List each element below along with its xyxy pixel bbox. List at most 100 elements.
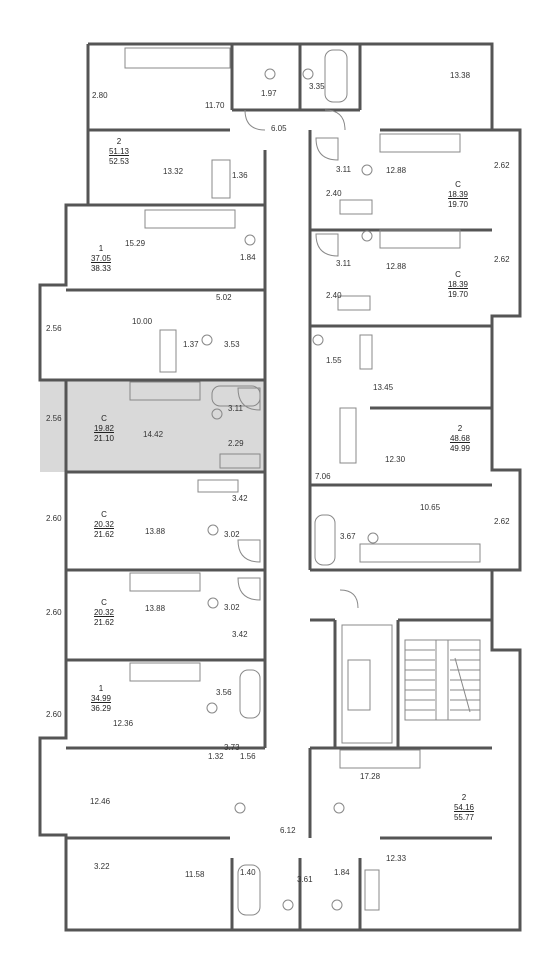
- toilet: [302, 68, 314, 80]
- room-area: 1.84: [240, 253, 256, 262]
- toilet: [312, 334, 324, 346]
- toilet: [331, 899, 343, 911]
- room-area: 3.22: [94, 862, 110, 871]
- toilet: [244, 234, 256, 246]
- toilet: [282, 899, 294, 911]
- apartment-label-2-br: 2 54.16 55.77: [453, 793, 475, 822]
- room-area: 2.40: [326, 291, 342, 300]
- toilet: [201, 334, 213, 346]
- wardrobe: [339, 199, 373, 215]
- room-area: 3.02: [224, 530, 240, 539]
- room-area: 3.56: [216, 688, 232, 697]
- kitchen-counter: [129, 381, 201, 401]
- room-area: 3.11: [228, 404, 243, 413]
- room-area: 3.61: [297, 875, 313, 884]
- room-area: 1.37: [183, 340, 199, 349]
- room-area: 2.60: [46, 710, 62, 719]
- wardrobe: [159, 329, 177, 373]
- room-area: 1.55: [326, 356, 342, 365]
- wardrobe: [359, 334, 373, 370]
- room-area: 1.56: [240, 752, 256, 761]
- kitchen-counter: [129, 572, 201, 592]
- door-swing: [324, 109, 346, 131]
- door-swing: [339, 589, 359, 609]
- apartment-label-c-a: C 20.32 21.62: [93, 510, 115, 539]
- room-area: 10.65: [420, 503, 441, 512]
- room-area: 1.40: [240, 868, 256, 877]
- room-area: 2.60: [46, 608, 62, 617]
- room-area: 5.02: [216, 293, 232, 302]
- room-area: 11.70: [205, 101, 225, 110]
- room-area: 2.40: [326, 189, 342, 198]
- room-area: 1.84: [334, 868, 350, 877]
- room-area: 2.62: [494, 161, 510, 170]
- room-area: 2.62: [494, 517, 510, 526]
- kitchen-counter: [379, 133, 461, 153]
- room-area: 1.32: [208, 752, 224, 761]
- elevator-shaft: [341, 624, 393, 744]
- room-area: 17.28: [360, 772, 381, 781]
- toilet: [367, 532, 379, 544]
- bathtub: [237, 864, 261, 916]
- room-area: 12.88: [386, 166, 407, 175]
- room-area: 3.42: [232, 630, 248, 639]
- toilet: [207, 597, 219, 609]
- room-area: 13.88: [145, 527, 166, 536]
- kitchen-counter: [339, 749, 421, 769]
- room-area: 3.53: [224, 340, 240, 349]
- toilet: [361, 230, 373, 242]
- room-area: 14.42: [143, 430, 164, 439]
- apartment-label-2-top: 2 51.13 52.53: [108, 137, 130, 166]
- kitchen-counter: [379, 229, 461, 249]
- room-area: 2.80: [92, 91, 108, 100]
- wardrobe: [364, 869, 380, 911]
- room-area: 3.35: [309, 82, 325, 91]
- apartment-label-c-r2: C 18.39 19.70: [447, 270, 469, 299]
- elevator-car: [347, 659, 371, 711]
- room-area: 7.06: [315, 472, 331, 481]
- room-area: 12.36: [113, 719, 134, 728]
- shower: [315, 137, 339, 161]
- shower: [315, 233, 339, 257]
- highlighted-apartment-hall: [207, 432, 266, 470]
- room-area: 12.88: [386, 262, 407, 271]
- room-area: 13.88: [145, 604, 166, 613]
- toilet: [264, 68, 276, 80]
- shower: [237, 387, 261, 411]
- kitchen-counter: [359, 543, 481, 563]
- room-area: 6.05: [271, 124, 287, 133]
- room-area: 1.36: [232, 171, 248, 180]
- room-area: 12.30: [385, 455, 406, 464]
- fixtures: [124, 47, 481, 916]
- room-area: 3.02: [224, 603, 240, 612]
- wardrobe: [339, 407, 357, 464]
- kitchen-counter: [129, 662, 201, 682]
- apartment-label-c-r1: C 18.39 19.70: [447, 180, 469, 209]
- room-area: 3.67: [340, 532, 356, 541]
- kitchen-counter: [144, 209, 236, 229]
- wardrobe: [197, 479, 239, 493]
- shower: [237, 577, 261, 601]
- room-area: 3.73: [224, 743, 240, 752]
- wardrobe: [219, 453, 261, 469]
- room-area: 15.29: [125, 239, 146, 248]
- room-area: 2.29: [228, 439, 244, 448]
- stair-arrow: [454, 657, 471, 713]
- room-area: 13.45: [373, 383, 394, 392]
- room-area: 11.58: [185, 870, 205, 879]
- apartment-label-1-a: 1 37.05 38.33: [90, 244, 112, 273]
- room-area: 3.11: [336, 165, 351, 174]
- bathtub: [324, 49, 348, 103]
- shower: [237, 539, 261, 563]
- toilet: [234, 802, 246, 814]
- apartment-label-2-r: 2 48.68 49.99: [449, 424, 471, 453]
- kitchen-counter: [124, 47, 231, 69]
- bathtub: [314, 514, 336, 566]
- room-area: 6.12: [280, 826, 296, 835]
- toilet: [207, 524, 219, 536]
- toilet: [361, 164, 373, 176]
- door-swing: [244, 109, 266, 131]
- room-area: 3.11: [336, 259, 351, 268]
- toilet: [211, 408, 223, 420]
